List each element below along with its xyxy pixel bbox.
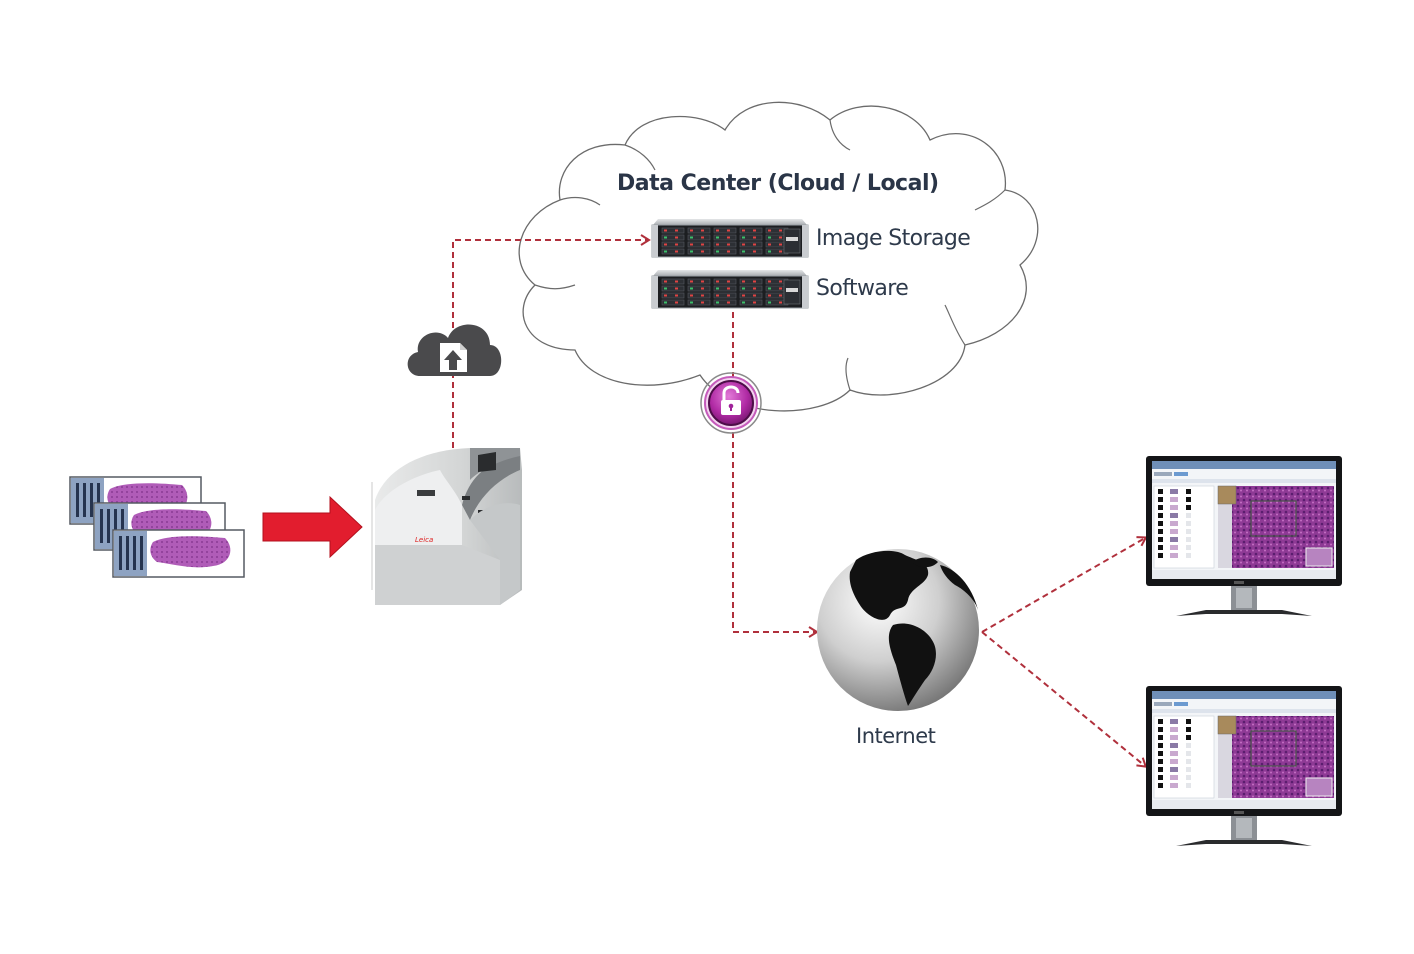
internet-globe	[817, 549, 979, 711]
connector-internet-to-viewer-2	[981, 631, 1148, 768]
lock-icon	[700, 372, 762, 434]
connector-internet-to-viewer-1	[981, 536, 1148, 633]
svg-text:Leica: Leica	[415, 536, 433, 544]
input-arrow	[262, 495, 363, 559]
slide-scanner: Leica	[371, 448, 522, 605]
server-software[interactable]	[651, 270, 809, 309]
cloud-upload-icon	[407, 324, 502, 376]
image-storage-label: Image Storage	[816, 226, 971, 251]
server-image-storage[interactable]	[651, 219, 809, 258]
glass-slides	[69, 476, 245, 578]
glass-slide	[112, 529, 245, 578]
internet-label: Internet	[856, 724, 936, 748]
software-label: Software	[816, 276, 909, 301]
viewer-monitor-2[interactable]	[1146, 686, 1342, 846]
data-center-title: Data Center (Cloud / Local)	[617, 171, 939, 196]
connector-software-to-internet	[732, 312, 819, 638]
viewer-monitor-1[interactable]	[1146, 456, 1342, 616]
